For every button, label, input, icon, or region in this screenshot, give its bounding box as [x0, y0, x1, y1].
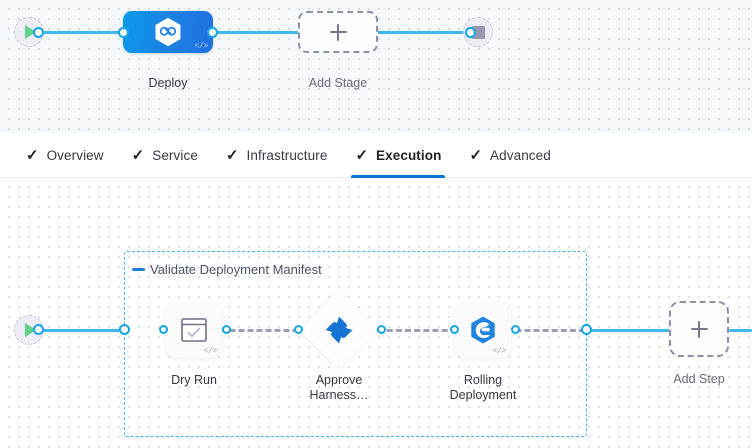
pipeline-start-node[interactable] [14, 17, 44, 47]
tab-infrastructure-label: Infrastructure [246, 147, 328, 163]
stage-config-tabs: ✓ Overview ✓ Service ✓ Infrastructure ✓ … [0, 133, 752, 178]
port-dry-run-out[interactable] [222, 325, 231, 334]
port-exec-start-out[interactable] [33, 324, 44, 335]
check-icon: ✓ [131, 146, 145, 164]
add-step-button[interactable] [669, 301, 729, 357]
tab-execution[interactable]: ✓ Execution [341, 133, 455, 178]
step-label-approve-harness-line2: Harness… [309, 388, 369, 402]
stage-canvas[interactable]: </> Deploy Add Stage [0, 0, 752, 133]
port-start-out[interactable] [33, 27, 44, 38]
port-approve-in[interactable] [294, 325, 303, 334]
step-label-rolling-deployment-line2: Deployment [449, 388, 517, 402]
check-icon: ✓ [225, 146, 239, 164]
port-end-in[interactable] [465, 27, 476, 38]
connector-dry-run-to-approve [228, 329, 304, 332]
port-rolling-out[interactable] [511, 325, 520, 334]
step-group-header[interactable]: Validate Deployment Manifest [132, 262, 322, 277]
rolling-deployment-icon [471, 316, 495, 344]
minus-icon[interactable] [132, 268, 145, 271]
tab-service[interactable]: ✓ Service [118, 133, 212, 178]
connector-add-step-to-next [729, 329, 752, 332]
check-icon: ✓ [26, 146, 39, 164]
step-node-dry-run[interactable]: </> [166, 302, 222, 358]
tab-infrastructure[interactable]: ✓ Infrastructure [212, 133, 342, 178]
connector-group-to-add-step [586, 329, 670, 332]
port-rolling-in[interactable] [450, 325, 459, 334]
tab-execution-label: Execution [376, 147, 442, 163]
tab-overview-label: Overview [46, 147, 104, 163]
port-dry-run-in[interactable] [159, 325, 168, 334]
stage-node-deploy[interactable]: </> [123, 11, 213, 53]
harness-hexagon-icon [155, 17, 181, 47]
check-icon: ✓ [469, 146, 483, 164]
plus-icon [329, 23, 347, 41]
port-deploy-out[interactable] [207, 27, 218, 38]
check-icon: ✓ [355, 146, 369, 164]
tab-advanced[interactable]: ✓ Advanced [455, 133, 564, 178]
tab-advanced-label: Advanced [490, 147, 551, 163]
code-badge-icon[interactable]: </> [203, 347, 217, 356]
port-group-in[interactable] [119, 324, 130, 335]
add-stage-label: Add Stage [308, 76, 368, 90]
tab-service-label: Service [152, 147, 198, 163]
connector-approve-to-rolling [376, 329, 458, 332]
step-label-rolling-deployment-line1: Rolling [463, 373, 503, 387]
port-deploy-in[interactable] [118, 27, 129, 38]
stage-label-deploy: Deploy [148, 76, 188, 90]
connector-rolling-to-group-out [514, 329, 586, 332]
connector-add-stage-to-end [374, 31, 470, 34]
connector-start-to-deploy [36, 31, 136, 34]
execution-steps-canvas[interactable]: Validate Deployment Manifest </> Dry R [0, 178, 752, 448]
step-label-dry-run: Dry Run [171, 373, 217, 387]
play-icon [25, 25, 36, 39]
step-node-rolling-deployment[interactable]: </> [455, 302, 511, 358]
connector-start-to-group [36, 329, 128, 332]
tab-overview[interactable]: ✓ Overview [12, 133, 118, 178]
code-badge-icon[interactable]: </> [492, 347, 506, 356]
add-stage-button[interactable] [298, 11, 378, 53]
port-approve-out[interactable] [377, 325, 386, 334]
plus-icon [690, 320, 708, 338]
port-group-out[interactable] [581, 324, 592, 335]
connector-deploy-to-add-stage [212, 31, 306, 34]
checkbox-window-icon [181, 318, 207, 342]
step-group-title: Validate Deployment Manifest [150, 262, 322, 277]
play-icon [25, 323, 36, 337]
step-group-validate-deployment-manifest[interactable] [124, 251, 587, 437]
code-badge-icon[interactable]: </> [194, 42, 208, 51]
step-label-approve-harness-line1: Approve [315, 373, 363, 387]
add-step-label: Add Step [673, 372, 725, 386]
